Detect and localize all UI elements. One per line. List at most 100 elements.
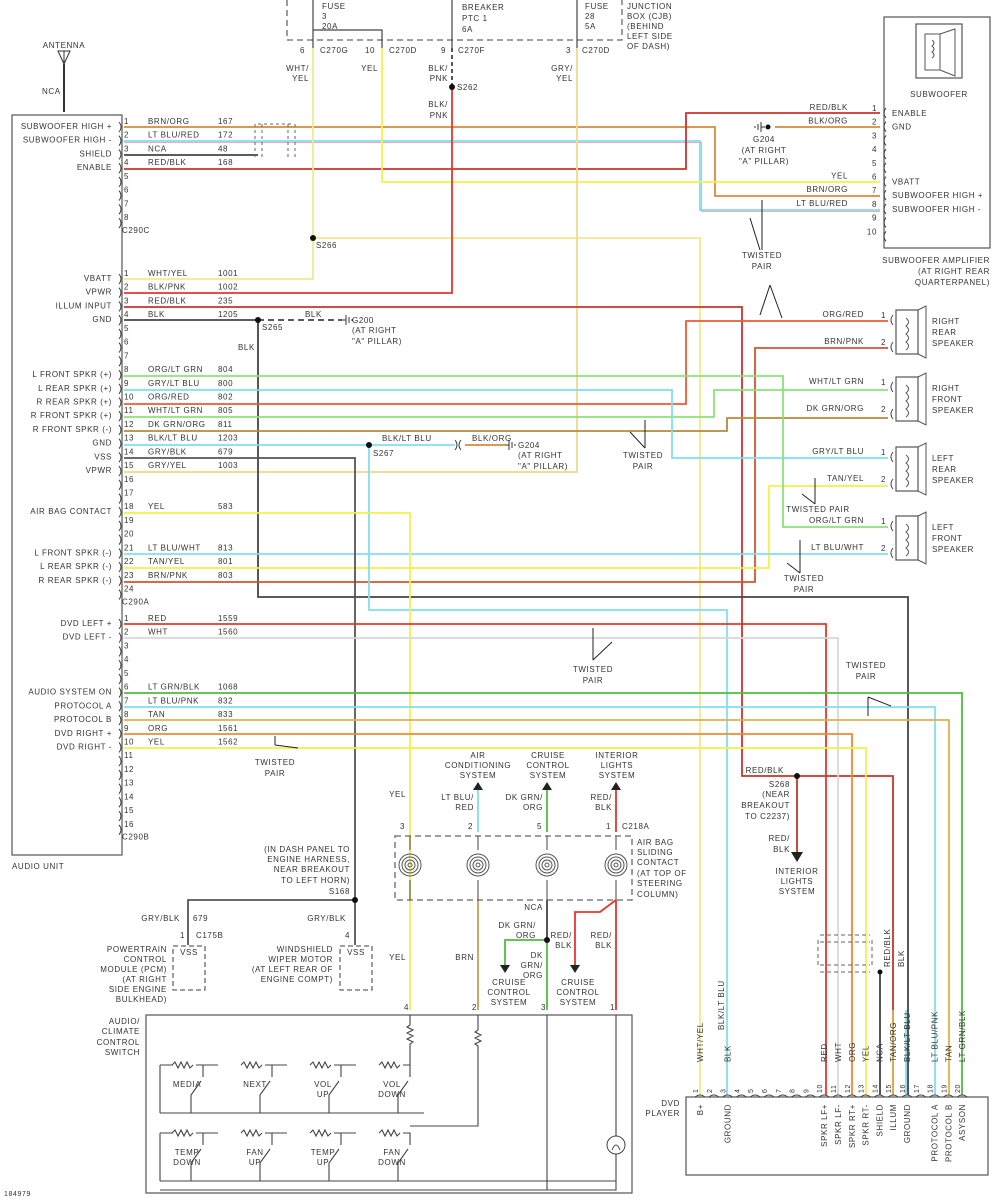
pin-number: 4 (124, 655, 129, 664)
speaker-body (895, 446, 919, 492)
pin-terminal-icon (118, 176, 122, 188)
coil-icon (544, 862, 550, 868)
shield-icon (817, 934, 873, 973)
twisted-pair-label: PAIR (583, 676, 603, 685)
pin-terminal-icon (118, 217, 122, 229)
fuse28-number: 28 (585, 12, 595, 21)
pin-terminal-icon (118, 383, 122, 395)
pin-terminal-icon (118, 728, 122, 740)
wires (124, 48, 963, 1095)
pin-number: 14 (124, 792, 134, 801)
pin-function: ENABLE (77, 163, 112, 172)
wire-label: ORG/RED (822, 310, 864, 319)
pcm-label: BULKHEAD) (116, 995, 167, 1004)
switch-button-label: TEMP (175, 1148, 200, 1157)
switch-button-label: UP (317, 1090, 329, 1099)
pin-terminal-icon (118, 190, 122, 201)
circuit-number: 1559 (218, 614, 238, 623)
wire-label: LT BLU/RED (797, 199, 849, 208)
pin-number: 8 (872, 200, 877, 209)
wire-label: YEL (831, 172, 848, 181)
pin-number: 7 (124, 351, 129, 360)
speaker-label: SPEAKER (932, 545, 974, 554)
wire-label: DK GRN/ORG (806, 404, 864, 413)
pin-terminal-icon (118, 301, 122, 312)
pin-number: 4 (872, 145, 877, 154)
pin-terminal-icon (118, 410, 122, 422)
pin-terminal-icon (883, 176, 887, 187)
wire-color: ORG/LT GRN (148, 365, 203, 374)
speaker-icon (905, 442, 927, 496)
pin-terminal-icon (118, 273, 122, 285)
pin-terminal-icon (118, 397, 122, 408)
pin-number: 2 (881, 405, 886, 414)
circuit-number: 1068 (218, 683, 238, 692)
fuse28-label: FUSE (585, 2, 609, 11)
diagram-id: 184979 (4, 1191, 31, 1198)
ground-g204-label: G204 (518, 441, 540, 450)
ground-location: "A" PILLAR) (739, 157, 789, 166)
switch-label: SWITCH (105, 1048, 140, 1057)
pin-number: 16 (900, 1084, 907, 1093)
circuit-number: 679 (193, 914, 208, 923)
wire-label: BLK (897, 950, 906, 967)
pin-terminal-icon (883, 203, 887, 215)
circuit-number: 833 (218, 710, 233, 719)
pin-number: 4 (345, 931, 350, 940)
system-label: LIGHTS (781, 877, 814, 886)
pin-number: 16 (124, 475, 134, 484)
pin-number: 9 (872, 214, 877, 223)
pin-terminal-icon (749, 1094, 761, 1098)
pin-number: 4 (734, 1089, 741, 1094)
pin-terminal-icon (832, 1094, 844, 1098)
coil-icon (401, 856, 419, 874)
wire-label: BLK (595, 803, 612, 812)
switch-button-label: UP (317, 1158, 329, 1167)
wire-color: NCA (148, 144, 167, 153)
pin-number: 9 (803, 1089, 810, 1094)
pin-number: 1 (881, 517, 886, 526)
sliding-contact-label: SLIDING (637, 848, 673, 857)
pin-number: 23 (124, 571, 134, 580)
pin-terminal-icon (890, 408, 894, 420)
pin-terminal-icon (118, 121, 122, 133)
pin-terminal-icon (118, 687, 122, 698)
speaker-icon (905, 305, 927, 359)
pin-terminal-icon (118, 589, 122, 600)
pin-function: GROUND (903, 1104, 912, 1143)
pin-terminal-icon (118, 452, 122, 463)
pin-number: 2 (872, 118, 877, 127)
pin-terminal-icon (890, 547, 894, 559)
pin-function: VBATT (892, 178, 920, 187)
wire-lt-blu-pnk-832 (124, 706, 936, 1095)
pin-function: VPWR (86, 288, 112, 297)
pin-terminal-icon (118, 797, 122, 808)
pin-number: 7 (872, 186, 877, 195)
pin-function: PROTOCOL A (931, 1104, 940, 1162)
pin-number: 3 (721, 1089, 728, 1094)
switch-label: CONTROL (97, 1038, 140, 1047)
wire-color: GRY/BLK (148, 447, 187, 456)
pin-number: 3 (124, 144, 129, 153)
s268-label: TO C2237) (745, 812, 790, 821)
speakers: 1ORG/RED2BRN/PNKRIGHTREARSPEAKER1WHT/LT … (806, 305, 974, 565)
pin-terminal-icon (118, 424, 122, 436)
ground-location: (AT RIGHT (352, 326, 397, 335)
wire-color: LT BLU/PNK (148, 696, 199, 705)
sliding-contact-label: (AT TOP OF (637, 869, 687, 878)
wire-org-red-802 (124, 320, 888, 405)
pin-terminal-icon (118, 506, 122, 518)
splice-s267-label: S267 (373, 449, 394, 458)
pin-number: 8 (124, 213, 129, 222)
pin-function: SHIELD (80, 149, 113, 158)
wire-label: RED/BLK (883, 929, 892, 967)
coil-icon (472, 859, 484, 871)
circuit-number: 1560 (218, 628, 238, 637)
pin-terminal-icon (890, 314, 894, 326)
pin-terminal-icon (118, 659, 122, 671)
coil-icon (538, 856, 556, 874)
pin-function: R REAR SPKR (-) (39, 576, 112, 585)
antenna-wire-label: NCA (42, 87, 61, 96)
air-bag-sliding-contact: 3 2 5 1 C218A AIR BAG SLIDING CONTACT (A… (389, 751, 687, 1007)
twisted-pair-label: TWISTED (255, 758, 295, 767)
